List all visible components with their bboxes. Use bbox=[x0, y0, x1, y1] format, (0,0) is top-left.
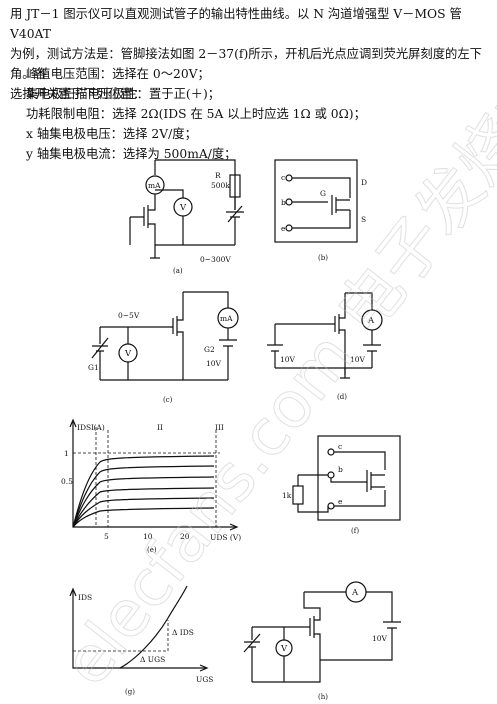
intro-line: 用 JT－1 图示仪可以直观测试管子的输出特性曲线。以 N 沟道增强型 V－MO… bbox=[10, 7, 462, 41]
svg-text:10V: 10V bbox=[206, 359, 222, 368]
svg-text:10V: 10V bbox=[350, 355, 366, 364]
svg-text:e: e bbox=[281, 224, 286, 233]
svg-text:R: R bbox=[215, 171, 221, 180]
svg-text:Δ IDS: Δ IDS bbox=[172, 628, 194, 637]
svg-text:0.5: 0.5 bbox=[61, 477, 73, 486]
figure-h: A V 10V (h) bbox=[243, 581, 401, 701]
svg-text:0~5V: 0~5V bbox=[118, 311, 140, 320]
axis-arrows bbox=[69, 587, 209, 672]
svg-text:1: 1 bbox=[64, 449, 69, 458]
svg-text:b: b bbox=[338, 465, 343, 474]
svg-text:10V: 10V bbox=[372, 634, 388, 643]
watermark-text: elecfans.com 电子发烧友 unRegistered bbox=[49, 0, 497, 700]
variable-arrow-icon bbox=[227, 205, 243, 223]
caption-c: (c) bbox=[163, 396, 173, 404]
param-peak-voltage: 峰值电压范围：选择在 0～20V； bbox=[26, 67, 210, 81]
param-x-axis: x 轴集电极电压：选择 2V/度； bbox=[26, 127, 197, 141]
svg-text:10V: 10V bbox=[280, 355, 296, 364]
svg-text:III: III bbox=[215, 423, 224, 432]
watermark: elecfans.com 电子发烧友 unRegistered bbox=[49, 0, 497, 700]
caption-h: (h) bbox=[318, 693, 328, 701]
socket-pin-c bbox=[285, 174, 293, 182]
caption-b: (b) bbox=[318, 254, 328, 262]
socket-pin-b bbox=[327, 471, 335, 479]
figure-c: 0~5V mA G2 10V G1 V (c) bbox=[88, 291, 239, 404]
svg-text:II: II bbox=[157, 423, 163, 432]
svg-text:I: I bbox=[91, 423, 94, 432]
label-ma: mA bbox=[148, 181, 161, 190]
figure-g-transfer-characteristic: IDS UGS Δ IDS Δ UGS (g) bbox=[69, 585, 213, 696]
svg-text:V: V bbox=[280, 644, 288, 654]
figure-d: A 10V 10V (d) bbox=[267, 292, 383, 401]
label-range: 0~300V bbox=[200, 255, 231, 264]
svg-text:1k: 1k bbox=[282, 491, 292, 500]
figure-e-output-characteristics: IDS (A) UDS (V) I II III 1 0.5 5 10 20 (… bbox=[61, 418, 241, 554]
socket-pin-b bbox=[285, 198, 293, 206]
svg-text:b: b bbox=[281, 198, 286, 207]
svg-text:A: A bbox=[367, 316, 375, 326]
svg-text:500k: 500k bbox=[211, 181, 230, 190]
figure-a: mA V R 500k 0~300V (a) bbox=[129, 159, 244, 275]
svg-text:V: V bbox=[124, 349, 132, 359]
svg-text:mA: mA bbox=[220, 314, 233, 323]
svg-text:c: c bbox=[338, 442, 342, 451]
figure-b: c b e G D S (b) bbox=[274, 159, 367, 262]
axis-arrows bbox=[69, 418, 239, 531]
svg-text:e: e bbox=[338, 497, 343, 506]
socket-pin-e bbox=[327, 502, 335, 510]
socket-pin-e bbox=[285, 224, 293, 232]
socket-pin-c bbox=[327, 448, 335, 456]
param-polarity: 集电极扫描电压极性：置于正(＋)； bbox=[26, 87, 221, 101]
param-power-resistor: 功耗限制电阻：选择 2Ω(IDS 在 5A 以上时应选 1Ω 或 0Ω)； bbox=[26, 107, 366, 121]
svg-text:G2: G2 bbox=[204, 345, 215, 354]
svg-text:G1: G1 bbox=[88, 363, 99, 372]
svg-text:IDS: IDS bbox=[78, 593, 92, 602]
intro-line: 为例，测试方法是：管脚接法如图 2－37(f)所示，开机后光点应调到荧光屏刻度的… bbox=[10, 47, 482, 81]
axes bbox=[72, 590, 206, 669]
caption-g: (g) bbox=[125, 688, 135, 696]
caption-f: (f) bbox=[351, 527, 359, 535]
svg-text:G: G bbox=[320, 189, 326, 198]
svg-text:Δ UGS: Δ UGS bbox=[140, 655, 165, 664]
caption-a: (a) bbox=[173, 267, 183, 275]
variable-arrow-icon bbox=[243, 633, 261, 653]
svg-text:D: D bbox=[361, 178, 367, 187]
svg-text:10: 10 bbox=[143, 532, 153, 541]
param-y-axis: y 轴集电极电流：选择为 500mA/度； bbox=[26, 147, 237, 161]
svg-text:S: S bbox=[361, 215, 366, 224]
figure-f: c b e 1k (f) bbox=[282, 435, 401, 535]
device-socket bbox=[317, 435, 401, 521]
label-v: V bbox=[179, 203, 187, 213]
svg-text:20: 20 bbox=[180, 532, 190, 541]
caption-d: (d) bbox=[337, 393, 347, 401]
intro-text: 用 JT－1 图示仪可以直观测试管子的输出特性曲线。以 N 沟道增强型 V－MO… bbox=[10, 4, 492, 104]
svg-text:A: A bbox=[351, 588, 359, 598]
variable-arrow-icon bbox=[91, 337, 109, 359]
resistor-icon bbox=[292, 485, 304, 505]
device-socket bbox=[274, 159, 358, 243]
svg-text:c: c bbox=[281, 173, 285, 182]
caption-e: (e) bbox=[147, 546, 157, 554]
svg-text:IDS (A): IDS (A) bbox=[77, 423, 105, 432]
intro-line: 选择开关置于下列位置： bbox=[10, 87, 146, 101]
svg-text:5: 5 bbox=[104, 532, 109, 541]
svg-text:UGS: UGS bbox=[196, 675, 213, 684]
svg-text:UDS (V): UDS (V) bbox=[210, 533, 241, 542]
